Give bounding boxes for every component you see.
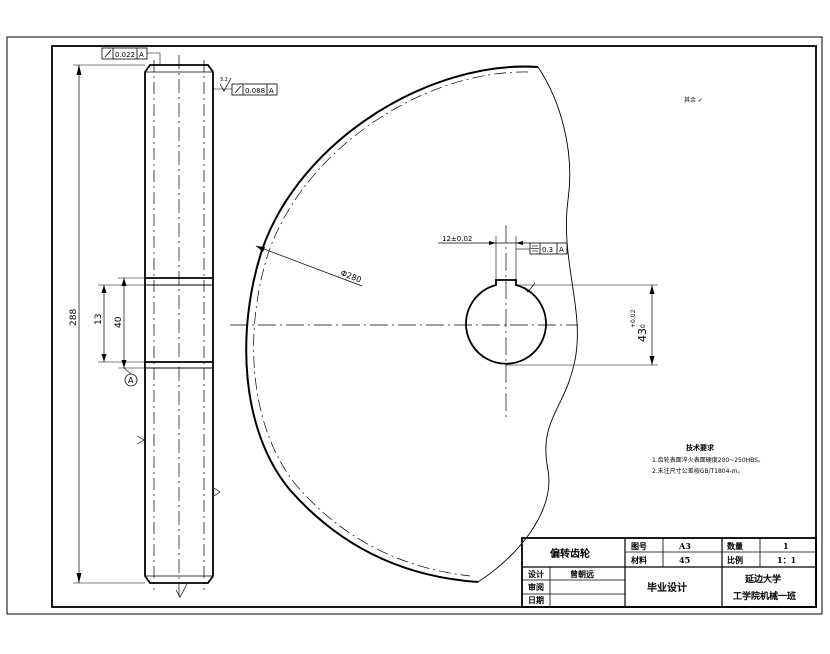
svg-text:图号: 图号 [631,541,647,551]
inner-border [51,45,817,608]
technical-notes: 技术要求 1.齿轮表面淬火表面硬度200~250HBS。 2.未注尺寸公差按GB… [652,443,764,475]
svg-text:0.3: 0.3 [542,246,553,254]
tb-project: 毕业设计 [647,581,687,594]
dim-key-width: 12±0.02 [442,235,472,243]
dim-bore-main: 43 [636,328,649,342]
tb-school-1: 延边大学 [744,573,781,585]
break-line [477,66,578,583]
roughness-mark-top: 3.2 [219,77,232,92]
svg-text:0.022: 0.022 [115,51,135,59]
svg-text:审阅: 审阅 [528,582,544,592]
front-view: Φ280 12±0.02 0.3 A 43 +0.02 0 [230,65,658,583]
runout-frame-top: 0.022 A [101,47,161,65]
dim-hub-outer: 13 [94,314,104,325]
svg-text:3.2: 3.2 [220,77,228,83]
roughness-mark-right [213,487,221,497]
tech-note-line-1: 1.齿轮表面淬火表面硬度200~250HBS。 [652,456,764,464]
side-view: 288 13 40 A 0.022 A [69,47,278,598]
svg-text:0.088: 0.088 [245,87,265,95]
tech-notes-title: 技术要求 [686,443,715,452]
dim-overall-height: 288 [69,309,79,326]
svg-text:A: A [559,246,564,254]
dim-hub-inner: 40 [114,316,124,328]
tb-school-2: 工学院机械一班 [733,590,796,602]
svg-text:设计: 设计 [528,569,544,579]
svg-text:比例: 比例 [727,555,743,565]
bore-with-keyway [465,279,547,365]
roughness-mark-bottom [175,583,188,598]
svg-text:45: 45 [679,555,690,565]
tb-part-name: 偏转齿轮 [550,547,590,560]
tech-note-line-2: 2.未注尺寸公差按GB/T1804-m。 [652,467,743,475]
symmetry-tolerance-frame: 0.3 A [516,242,568,255]
svg-text:A3: A3 [678,541,691,551]
svg-text:日期: 日期 [528,595,544,605]
svg-text:A: A [139,51,144,59]
svg-text:材料: 材料 [631,555,647,565]
datum-a-symbol [124,373,138,387]
gear-outer-arc [245,65,539,583]
roughness-mark-left [136,435,145,445]
svg-text:数量: 数量 [727,541,743,551]
dim-bore-tol-lower: 0 [640,324,647,328]
datum-a-label: A [128,376,134,385]
svg-text:1：1: 1：1 [777,555,796,565]
gear-body-outline [144,64,214,584]
other-roughness-note: 其余 ✓ [684,96,703,104]
gear-pitch-arc [253,71,529,577]
outer-border [6,36,823,615]
tb-designer-name: 曾朝远 [570,569,594,579]
dim-bore-tol-upper: +0.02 [630,309,637,328]
roughness-mark-keyway [523,282,536,293]
runout-frame-right: 0.088 A [213,83,278,96]
svg-text:1: 1 [783,541,789,551]
svg-text:A: A [269,87,274,95]
title-block: 偏转齿轮 图号 A3 数量 1 材料 45 比例 1：1 设计 曾朝远 审阅 日… [521,537,817,608]
